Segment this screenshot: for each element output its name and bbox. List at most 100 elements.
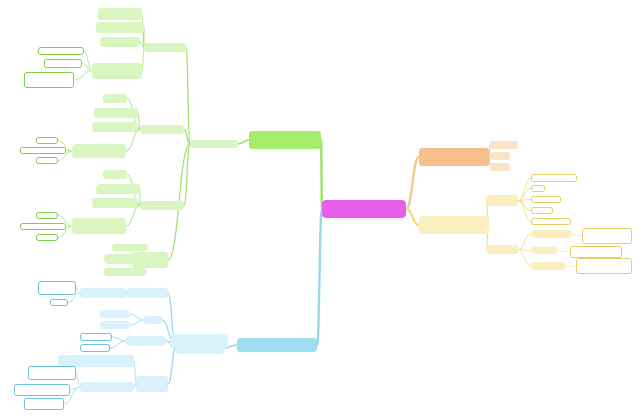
blue-leaf-6[interactable]: [80, 333, 112, 341]
yellow-sub-1[interactable]: [486, 195, 518, 206]
link-4: [404, 207, 421, 227]
green-leaf-16[interactable]: [96, 184, 140, 194]
branch-blue-main[interactable]: [237, 338, 317, 352]
link-66: [63, 386, 81, 405]
green-leaf-5[interactable]: [38, 47, 84, 55]
blue-sub-2[interactable]: [176, 342, 224, 354]
blue-leaf-4[interactable]: [100, 310, 130, 318]
blue-leaf-2[interactable]: [38, 281, 76, 295]
green-leaf-17[interactable]: [92, 198, 138, 208]
green-leaf-8[interactable]: [103, 94, 127, 103]
link-13: [141, 47, 145, 72]
green-leaf-10[interactable]: [92, 122, 138, 132]
blue-sub-6[interactable]: [136, 376, 168, 392]
green-leaf-3[interactable]: [100, 37, 140, 47]
link-54: [167, 347, 177, 385]
yellow-leaf-2[interactable]: [531, 185, 545, 192]
link-5: [237, 139, 250, 145]
blue-leaf-11[interactable]: [14, 384, 70, 396]
link-46: [517, 249, 532, 267]
green-leaf-12[interactable]: [20, 147, 66, 154]
blue-leaf-1[interactable]: [80, 288, 126, 298]
green-sub-4[interactable]: [140, 201, 184, 210]
link-48: [556, 250, 571, 253]
link-63: [133, 383, 137, 388]
green-leaf-24[interactable]: [104, 268, 146, 276]
orange-leaf-3[interactable]: [490, 163, 510, 171]
green-leaf-7[interactable]: [24, 72, 74, 88]
link-42: [517, 200, 532, 211]
green-leaf-2[interactable]: [96, 22, 144, 33]
blue-leaf-8[interactable]: [58, 355, 134, 367]
link-30: [57, 225, 73, 238]
green-leaf-1[interactable]: [98, 8, 142, 20]
link-3: [404, 155, 421, 211]
link-47: [570, 233, 583, 237]
yellow-leaf-4[interactable]: [531, 207, 553, 214]
blue-leaf-3[interactable]: [50, 299, 68, 306]
yellow-leaf-11[interactable]: [576, 258, 632, 274]
link-58: [129, 313, 145, 321]
green-leaf-21[interactable]: [72, 218, 126, 234]
green-sub-2[interactable]: [144, 43, 186, 52]
link-8: [183, 143, 191, 207]
yellow-sub-2[interactable]: [486, 245, 518, 254]
yellow-leaf-10[interactable]: [531, 262, 565, 270]
blue-leaf-12[interactable]: [24, 398, 64, 410]
link-61: [109, 340, 127, 349]
link-43: [517, 200, 532, 222]
link-14: [83, 50, 93, 72]
yellow-leaf-6[interactable]: [531, 230, 571, 238]
link-44: [517, 233, 532, 250]
yellow-leaf-3[interactable]: [531, 196, 561, 203]
green-leaf-22[interactable]: [112, 244, 148, 251]
blue-sub-4[interactable]: [144, 316, 162, 324]
link-23: [57, 150, 73, 161]
green-leaf-20[interactable]: [36, 234, 58, 241]
green-leaf-13[interactable]: [36, 157, 58, 164]
blue-leaf-10[interactable]: [80, 382, 134, 392]
yellow-leaf-1[interactable]: [531, 174, 577, 182]
branch-green-main[interactable]: [249, 131, 321, 149]
yellow-leaf-5[interactable]: [531, 218, 571, 225]
link-20: [125, 129, 141, 152]
link-60: [111, 336, 127, 342]
blue-leaf-5[interactable]: [100, 321, 130, 329]
green-leaf-18[interactable]: [36, 212, 58, 219]
link-27: [125, 205, 141, 227]
link-12: [139, 41, 145, 48]
link-59: [129, 319, 145, 326]
root-node[interactable]: [322, 200, 406, 218]
green-leaf-4[interactable]: [92, 63, 142, 79]
blue-leaf-9[interactable]: [28, 366, 76, 380]
link-36: [488, 156, 491, 168]
green-leaf-14[interactable]: [72, 144, 126, 158]
link-57: [67, 292, 81, 303]
orange-leaf-1[interactable]: [490, 141, 518, 149]
blue-sub-5[interactable]: [126, 336, 166, 346]
green-sub-5[interactable]: [132, 252, 168, 268]
yellow-leaf-8[interactable]: [531, 247, 557, 254]
yellow-leaf-9[interactable]: [570, 246, 622, 258]
green-sub-3[interactable]: [140, 125, 184, 134]
link-2: [315, 207, 324, 347]
green-leaf-11[interactable]: [36, 137, 58, 144]
green-leaf-19[interactable]: [20, 223, 66, 230]
link-16: [73, 70, 93, 81]
orange-leaf-2[interactable]: [490, 152, 510, 160]
link-28: [57, 215, 73, 227]
link-6: [185, 46, 191, 145]
green-leaf-15[interactable]: [103, 170, 127, 179]
yellow-leaf-7[interactable]: [582, 228, 632, 244]
green-sub-1[interactable]: [190, 140, 238, 148]
branch-orange-main[interactable]: [419, 148, 489, 166]
branch-yellow-main[interactable]: [419, 216, 489, 234]
blue-sub-3[interactable]: [126, 288, 168, 298]
green-leaf-23[interactable]: [104, 254, 138, 264]
green-leaf-6[interactable]: [44, 59, 82, 68]
green-leaf-9[interactable]: [94, 108, 138, 118]
link-62: [133, 360, 137, 385]
link-1: [319, 138, 324, 211]
blue-leaf-7[interactable]: [80, 344, 110, 352]
